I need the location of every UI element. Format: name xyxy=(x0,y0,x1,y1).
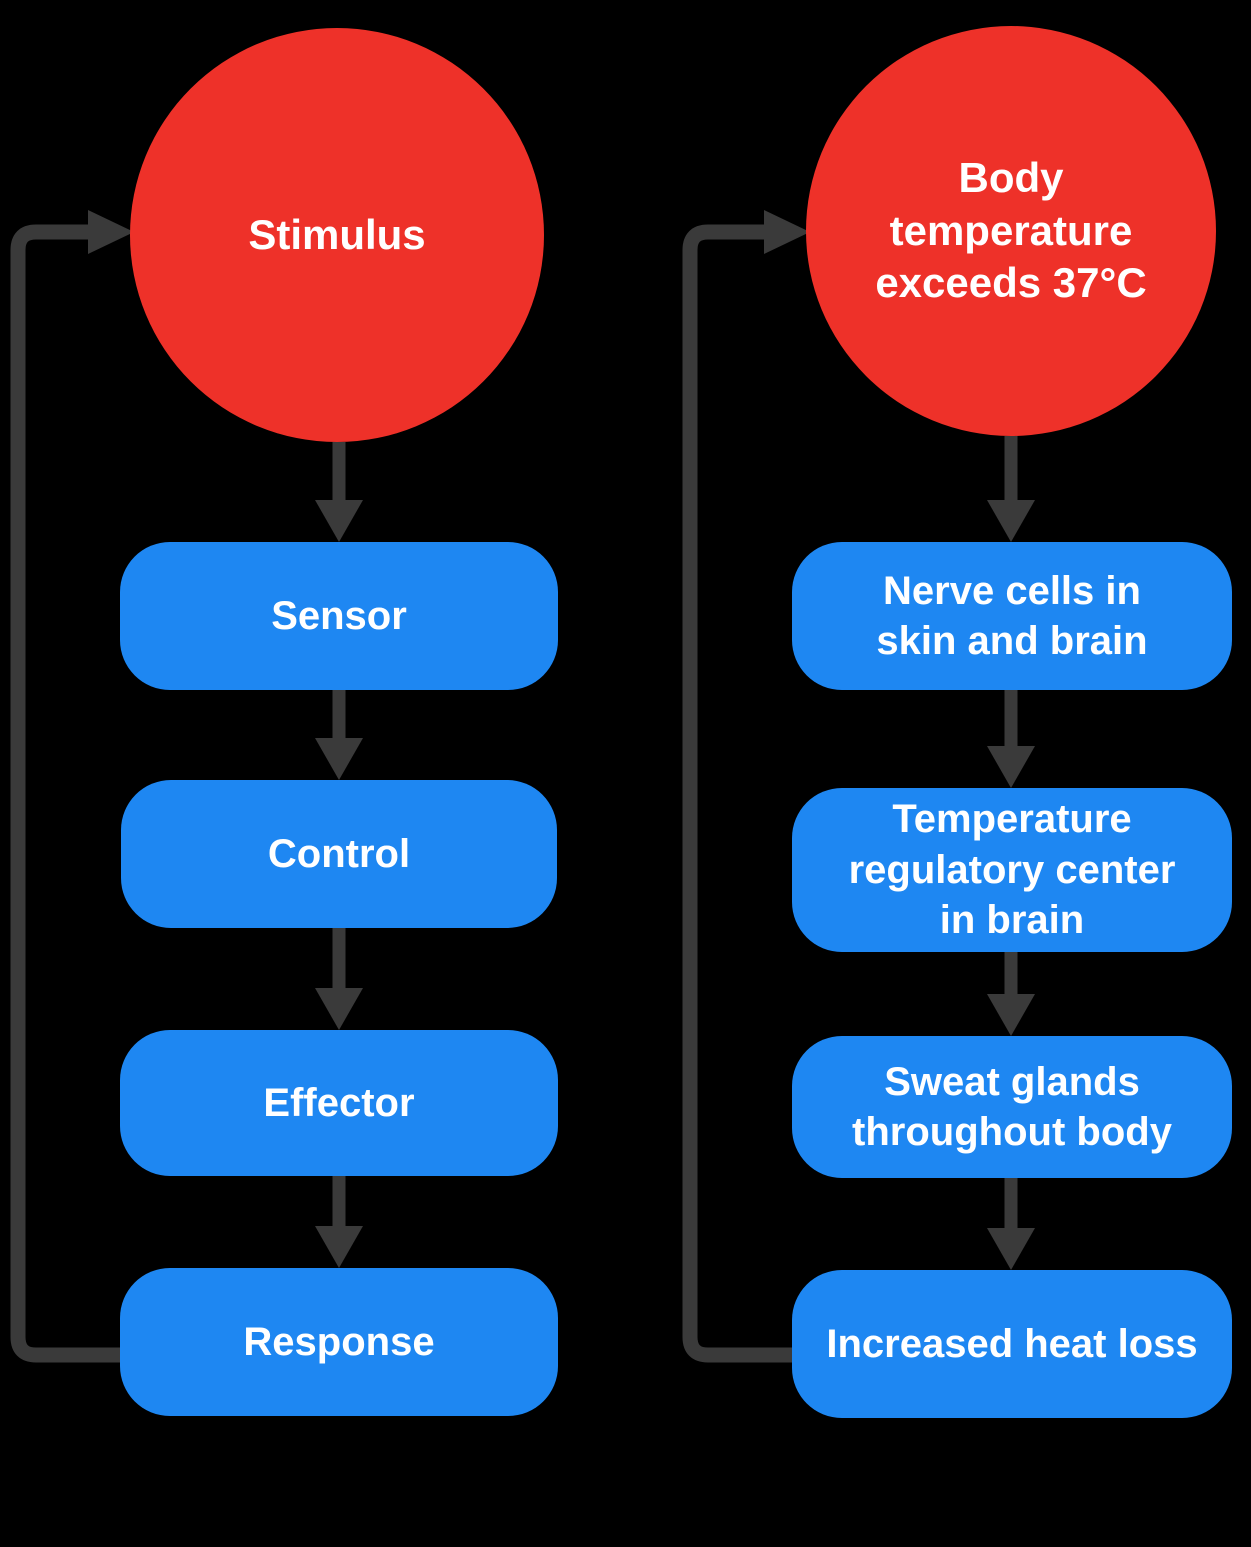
node-response-label: Response xyxy=(243,1319,435,1364)
feedback-arrowhead-example-icon xyxy=(764,210,810,254)
node-response: Response xyxy=(120,1268,558,1416)
feedback-line-example xyxy=(682,224,802,1363)
node-sweat-glands: Sweat glands throughout body xyxy=(792,1036,1232,1178)
down-arrow-sensor-to-control-icon xyxy=(315,690,363,780)
down-arrow-bodytemp-to-nerve-icon xyxy=(987,436,1035,542)
node-stimulus-label: Stimulus xyxy=(248,210,426,258)
node-effector-label: Effector xyxy=(263,1080,415,1125)
node-increased-heat-loss-label: Increased heat loss xyxy=(826,1321,1198,1366)
down-arrow-tempcenter-to-sweat-icon xyxy=(987,952,1035,1036)
node-increased-heat-loss: Increased heat loss xyxy=(792,1270,1232,1418)
node-sweat-glands-label: Sweat glands throughout body xyxy=(852,1059,1172,1154)
down-arrow-stimulus-to-sensor-icon xyxy=(315,442,363,542)
down-arrow-control-to-effector-icon xyxy=(315,928,363,1030)
node-sensor-label: Sensor xyxy=(271,593,407,638)
node-control: Control xyxy=(121,780,557,928)
node-nerve-cells-label: Nerve cells in skin and brain xyxy=(876,568,1148,663)
feedback-line-generic xyxy=(10,224,130,1363)
down-arrow-sweat-to-heatloss-icon xyxy=(987,1178,1035,1270)
node-sensor: Sensor xyxy=(120,542,558,690)
node-body-temperature: Body temperature exceeds 37°C xyxy=(806,26,1216,436)
node-body-temperature-label: Body temperature exceeds 37°C xyxy=(875,153,1147,307)
feedback-loop-example xyxy=(682,210,810,1363)
down-arrow-nerve-to-tempcenter-icon xyxy=(987,690,1035,788)
node-effector: Effector xyxy=(120,1030,558,1176)
down-arrow-effector-to-response-icon xyxy=(315,1176,363,1268)
node-control-label: Control xyxy=(267,831,411,876)
node-stimulus: Stimulus xyxy=(130,28,544,442)
node-nerve-cells: Nerve cells in skin and brain xyxy=(792,542,1232,690)
feedback-loop-generic xyxy=(10,210,134,1363)
feedback-arrowhead-generic-icon xyxy=(88,210,134,254)
node-temp-regulatory-center-label: Temperature regulatory center in brain xyxy=(848,797,1176,943)
node-temp-regulatory-center: Temperature regulatory center in brain xyxy=(792,788,1232,952)
